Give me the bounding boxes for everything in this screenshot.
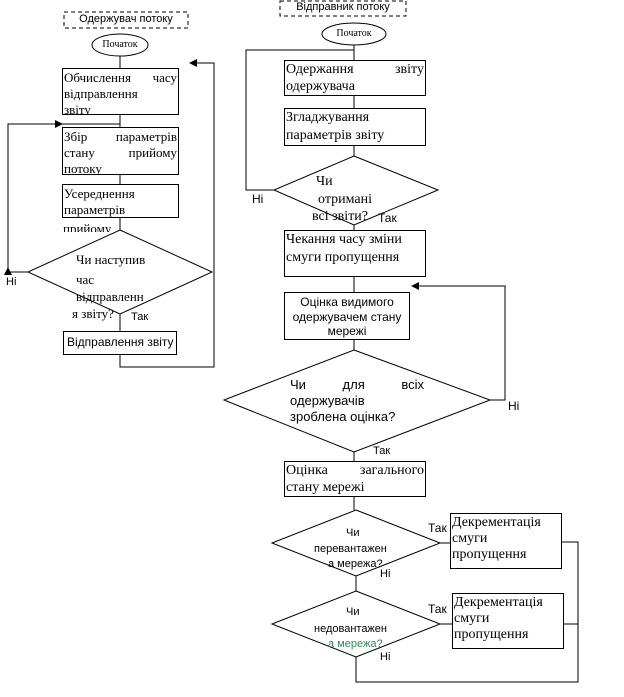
receiver-compute-time-line-1: Обчислення часу <box>64 70 177 85</box>
sender-underloaded-no: Ні <box>380 651 391 663</box>
sender-decrement-2-line-2: смуги <box>454 611 490 626</box>
sender-decision-all-reports-line-1: Чи <box>316 174 333 189</box>
sender-receive-report-line-1: Одержання звіту <box>286 62 424 77</box>
sender-title: Відправник потоку <box>296 1 390 13</box>
sender-decision-underloaded-line-1: Чи <box>346 606 360 618</box>
sender-estimate-state-line-2: одержувачем стану <box>292 310 402 324</box>
sender-overloaded-no: Ні <box>380 568 391 580</box>
sender-overall-state-box: Оцінка загального стану мережі <box>284 461 426 497</box>
receiver-collect-params-line-1: Збір параметрів <box>64 129 177 144</box>
sender-decrement-2-box: Декрементація смуги пропущення <box>452 593 564 649</box>
sender-start-label: Початок <box>336 28 372 39</box>
receiver-average-params-line-3: прийому <box>63 221 112 232</box>
sender-overall-state-line-2: стану мережі <box>286 480 365 495</box>
sender-decrement-2-line-1: Декрементація <box>454 595 543 610</box>
sender-overloaded-yes: Так <box>428 521 447 535</box>
receiver-average-params-line-2: параметрів <box>64 202 126 217</box>
sender-wait-time-line-1: Чекання часу зміни <box>286 232 402 247</box>
receiver-send-report-box: Відправлення звіту <box>63 331 177 355</box>
sender-decision-all-reports-line-3: всі звіти? <box>312 209 368 224</box>
sender-estimate-state-line-3: мережі <box>327 324 367 338</box>
receiver-decision-line-2: час <box>76 272 95 287</box>
sender-smooth-params-line-1: Згладжування <box>286 110 370 125</box>
sender-decision-all-estimated-line-1: Чи для всіх <box>290 377 424 392</box>
receiver-compute-time-line-2: відправлення <box>64 86 138 101</box>
sender-smooth-params-box: Згладжування параметрів звіту <box>284 108 426 146</box>
sender-wait-time-line-2: смуги пропущення <box>286 250 400 265</box>
sender-all-estimated-yes: Так <box>373 445 391 457</box>
sender-decrement-1-line-2: смуги <box>452 531 488 546</box>
sender-decision-all-reports-line-2: отримані <box>318 192 372 207</box>
receiver-decision-line-4: я звіту? <box>72 306 114 321</box>
sender-receive-report-line-2: одержувача <box>286 79 355 94</box>
sender-all-reports-yes: Так <box>378 211 397 225</box>
sender-decision-overloaded-line-3: а мережа? <box>328 558 383 570</box>
receiver-send-report-label: Відправлення звіту <box>67 335 174 349</box>
sender-receive-report-box: Одержання звіту одержувача <box>284 60 426 96</box>
sender-title-frame <box>279 0 407 17</box>
sender-decrement-1-box: Декрементація смуги пропущення <box>450 513 562 569</box>
receiver-collect-params-line-2: стану прийому <box>64 145 177 160</box>
receiver-average-params-line-1: Усереднення <box>64 186 135 201</box>
receiver-decision-line-3: відправленн <box>76 289 144 304</box>
sender-decision-all-estimated-line-2: одержувачів <box>290 393 365 408</box>
sender-estimate-state-line-1: Оцінка видимого <box>300 295 394 309</box>
receiver-compute-time-line-3: звіту <box>64 102 91 115</box>
sender-decision-all-estimated-line-3: зроблена оцінка? <box>290 409 396 424</box>
sender-decrement-1-line-3: пропущення <box>452 547 527 562</box>
receiver-decision-yes: Так <box>131 311 149 323</box>
sender-all-estimated-no: Ні <box>508 399 520 413</box>
sender-decision-underloaded-line-2: недовантажен <box>314 623 387 635</box>
receiver-title: Одержувач потоку <box>79 13 173 25</box>
sender-decision-underloaded-line-3: а мережа? <box>328 638 383 650</box>
receiver-collect-params-line-3: потоку <box>64 161 102 175</box>
sender-decision-overloaded-line-2: перевантажен <box>314 543 387 555</box>
sender-decision-overloaded-line-1: Чи <box>346 527 360 539</box>
receiver-collect-params-box: Збір параметрів стану прийому потоку <box>62 127 179 175</box>
sender-wait-time-box: Чекання часу зміни смуги пропущення <box>284 230 426 277</box>
receiver-start-label: Початок <box>102 39 138 50</box>
receiver-average-params-box: Усереднення параметрів <box>62 184 179 218</box>
sender-estimate-state-box: Оцінка видимого одержувачем стану мережі <box>284 292 410 340</box>
sender-smooth-params-line-2: параметрів звіту <box>286 128 385 143</box>
sender-all-reports-no: Ні <box>252 192 264 206</box>
sender-decrement-1-line-1: Декрементація <box>452 515 541 530</box>
sender-overall-state-line-1: Оцінка загального <box>286 463 424 478</box>
sender-underloaded-yes: Так <box>428 602 447 616</box>
receiver-compute-time-box: Обчислення часу відправлення звіту <box>62 68 179 115</box>
receiver-decision-no: Ні <box>6 276 17 288</box>
receiver-decision-line-1: Чи наступив <box>76 252 146 267</box>
sender-decrement-2-line-3: пропущення <box>454 627 529 642</box>
